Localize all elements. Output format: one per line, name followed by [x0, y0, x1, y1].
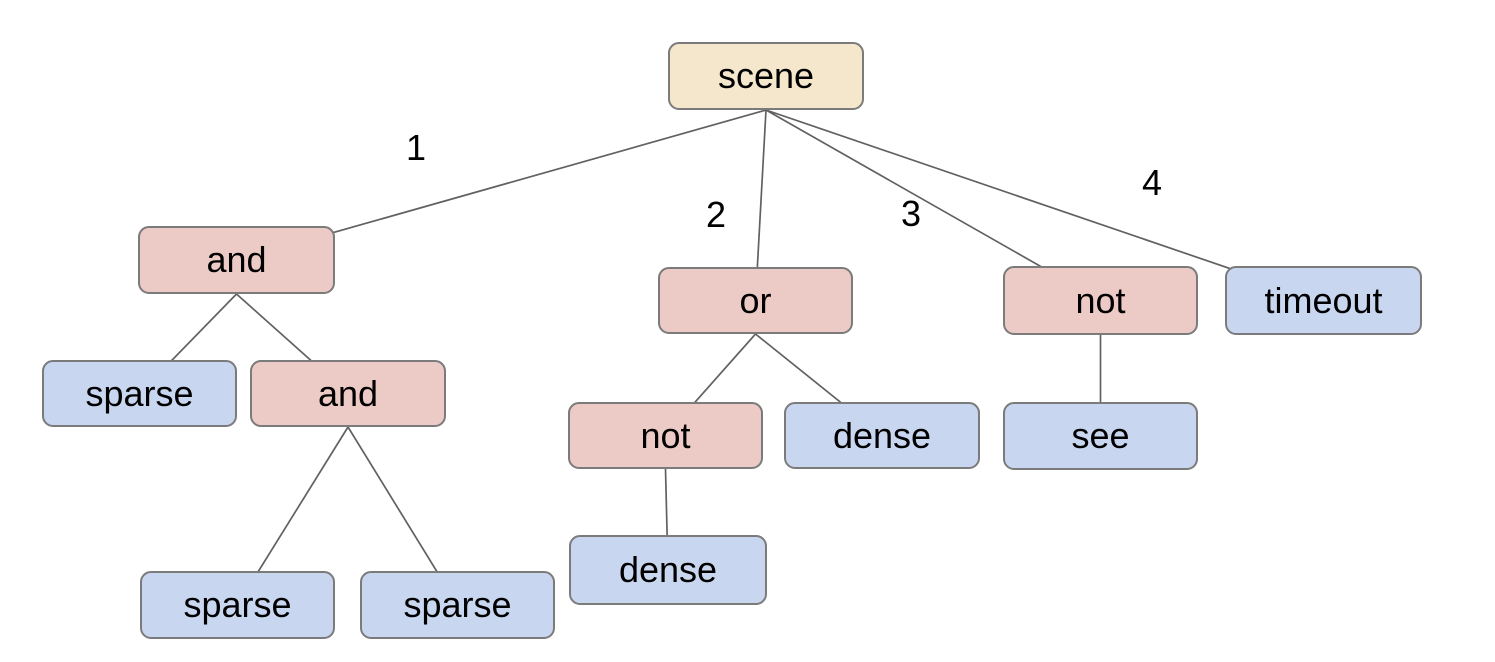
- node-not1: not: [1003, 266, 1198, 335]
- node-and2: and: [250, 360, 446, 427]
- node-sparse1: sparse: [42, 360, 237, 427]
- node-and1: and: [138, 226, 335, 294]
- node-not2: not: [568, 402, 763, 469]
- edge-label-2: 2: [705, 194, 727, 235]
- edge-label-3: 3: [900, 193, 922, 234]
- node-sparse2: sparse: [140, 571, 335, 639]
- node-dense1: dense: [784, 402, 980, 469]
- node-dense2: dense: [569, 535, 767, 605]
- node-or1: or: [658, 267, 853, 334]
- node-sparse3: sparse: [360, 571, 555, 639]
- edge-label-1: 1: [405, 127, 427, 168]
- node-scene: scene: [668, 42, 864, 110]
- node-see1: see: [1003, 402, 1198, 470]
- edge-label-4: 4: [1141, 162, 1163, 203]
- node-timeout1: timeout: [1225, 266, 1422, 335]
